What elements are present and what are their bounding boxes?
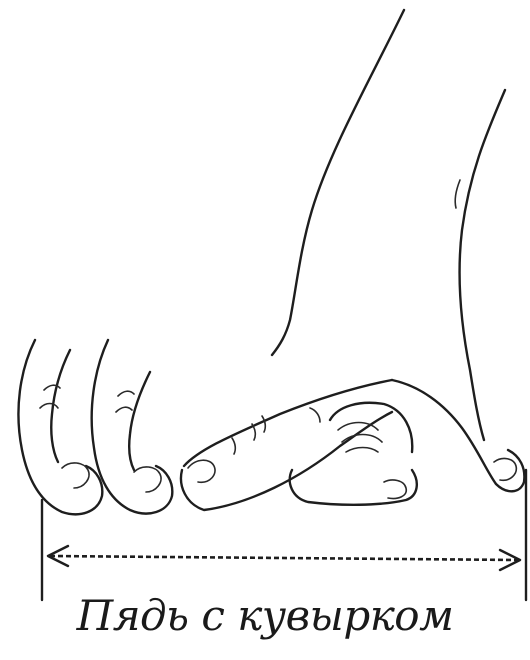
measurement-span: [42, 470, 526, 600]
index-finger: [181, 380, 392, 510]
hand-outline: [272, 10, 505, 440]
little-finger: [18, 340, 102, 514]
folded-thumb: [290, 403, 417, 505]
span-arrow-line: [50, 556, 518, 560]
figure-caption: Пядь с кувырком: [0, 586, 530, 646]
ring-finger: [92, 340, 173, 514]
